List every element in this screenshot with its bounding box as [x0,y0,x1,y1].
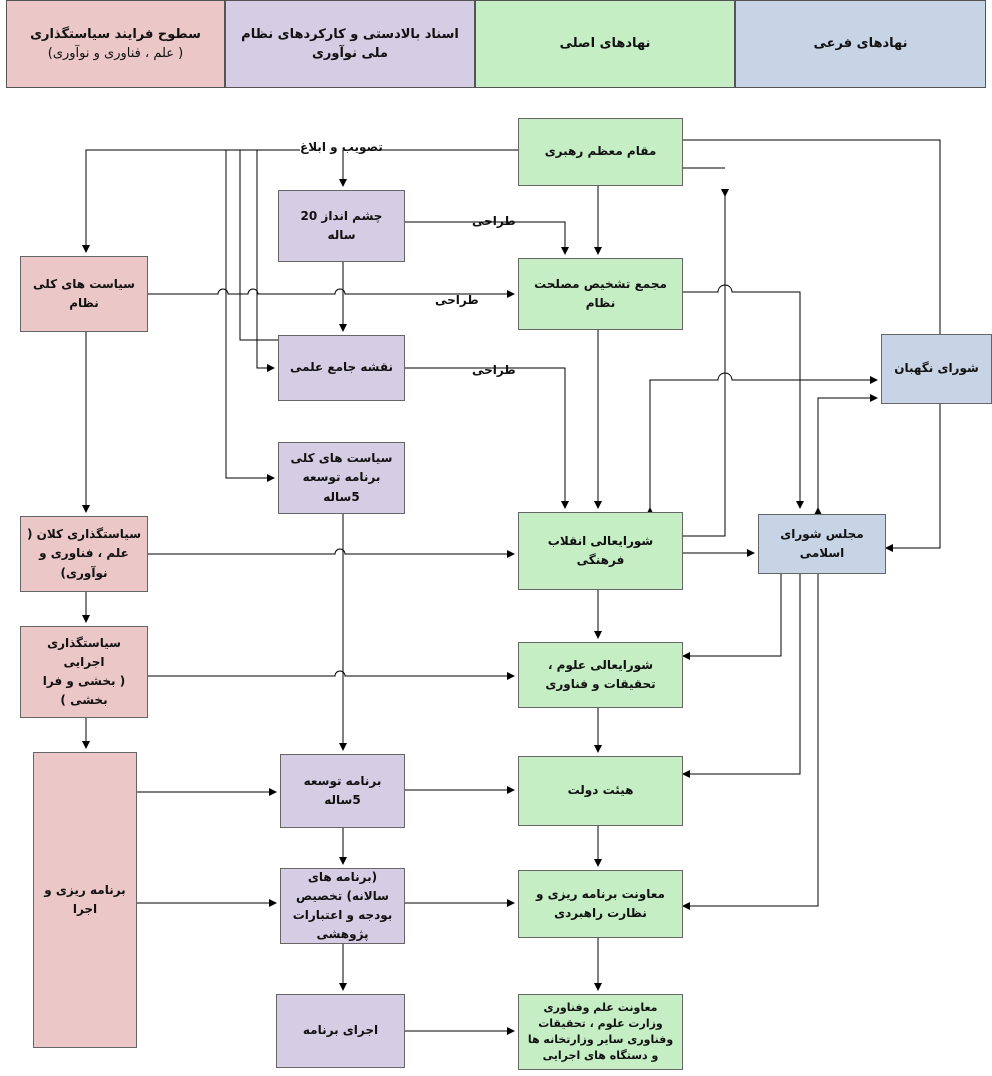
header-levels-subtitle: ( علم ، فناوری و نوآوری) [47,46,184,61]
box-cabinet: هیئت دولت [518,756,683,826]
box-executive-policy: سیاستگذاری اجرایی ( بخشی و فرا بخشی ) [20,626,148,718]
five-year-policies-label: سیاست های کلی برنامه توسعه 5ساله [290,451,393,504]
executive-policy-label: سیاستگذاری اجرایی [47,635,121,669]
box-general-policies: سیاست های کلی نظام [20,256,148,332]
parliament-label: مجلس شورای اسلامی [780,526,864,560]
box-five-year-plan: برنامه توسعه 5ساله [280,754,405,828]
header-sub-title: نهادهای فرعی [813,36,908,52]
box-science-map: نقشه جامع علمی [278,335,405,401]
header-policy-levels: سطوح فرایند سیاستگذاری ( علم ، فناوری و ن… [6,0,225,88]
expediency-label: مجمع تشخیص مصلحت نظام [534,276,667,310]
label-design-general-policies: طراحی [435,293,479,307]
box-ministries: معاونت علم وفناوری وزارت علوم ، تحقیقات … [518,994,683,1070]
header-levels-title: سطوح فرایند سیاستگذاری [30,26,201,42]
box-planning-deputy: معاونت برنامه ریزی و نظارت راهبردی [518,870,683,938]
execution-label: اجرای برنامه [302,1023,379,1038]
five-year-plan-label: برنامه توسعه 5ساله [303,773,382,807]
header-main-title: نهادهای اصلی [559,36,651,52]
planning-deputy-label: معاونت برنامه ریزی و نظارت راهبردی [536,886,665,920]
science-council-label: شورایعالی علوم ، تحقیقات و فناوری [545,657,656,691]
box-guardian-council: شورای نگهبان [881,334,992,404]
cultural-council-label: شورایعالی انقلاب فرهنگی [547,533,654,567]
box-program-execution: اجرای برنامه [276,994,405,1068]
box-five-year-policies: سیاست های کلی برنامه توسعه 5ساله [278,442,405,514]
box-vision-20-year: چشم انداز 20 ساله [278,190,405,262]
box-macro-policy: سیاستگذاری کلان ( علم ، فناوری و نوآوری) [20,516,148,592]
box-islamic-parliament: مجلس شورای اسلامی [758,514,886,574]
cabinet-label: هیئت دولت [567,783,634,798]
planning-label: برنامه ریزی و اجرا [44,882,126,916]
macro-policy-label: سیاستگذاری کلان ( علم ، فناوری و نوآوری) [26,527,141,580]
box-expediency-council: مجمع تشخیص مصلحت نظام [518,258,683,330]
vision-label: چشم انداز 20 ساله [300,208,383,242]
ministries-label: معاونت علم وفناوری وزارت علوم ، تحقیقات … [527,1001,674,1062]
science-map-label: نقشه جامع علمی [289,360,394,375]
box-cultural-revolution-council: شورایعالی انقلاب فرهنگی [518,512,683,590]
header-main-institutions: نهادهای اصلی [475,0,735,88]
annual-plans-label: (برنامه های سالانه) تخصیص بودجه و اعتبار… [292,869,393,942]
label-design-science-map: طراحی [472,363,516,377]
guardian-label: شورای نگهبان [894,361,979,376]
box-planning-execution: برنامه ریزی و اجرا [33,752,137,1048]
general-policies-label: سیاست های کلی نظام [33,276,135,310]
header-documents-title: اسناد بالادستی و کارکردهای نظام ملی نوآو… [241,26,459,62]
header-sub-institutions: نهادهای فرعی [735,0,986,88]
box-supreme-leader: مقام معظم رهبری [518,118,683,186]
label-design-vision: طراحی [472,214,516,228]
label-approval: تصویب و ابلاغ [300,140,383,154]
header-documents: اسناد بالادستی و کارکردهای نظام ملی نوآو… [225,0,475,88]
box-annual-plans: (برنامه های سالانه) تخصیص بودجه و اعتبار… [280,868,405,944]
leader-label: مقام معظم رهبری [544,144,657,159]
box-science-research-council: شورایعالی علوم ، تحقیقات و فناوری [518,642,683,708]
executive-policy-sublabel: ( بخشی و فرا بخشی ) [42,674,126,708]
